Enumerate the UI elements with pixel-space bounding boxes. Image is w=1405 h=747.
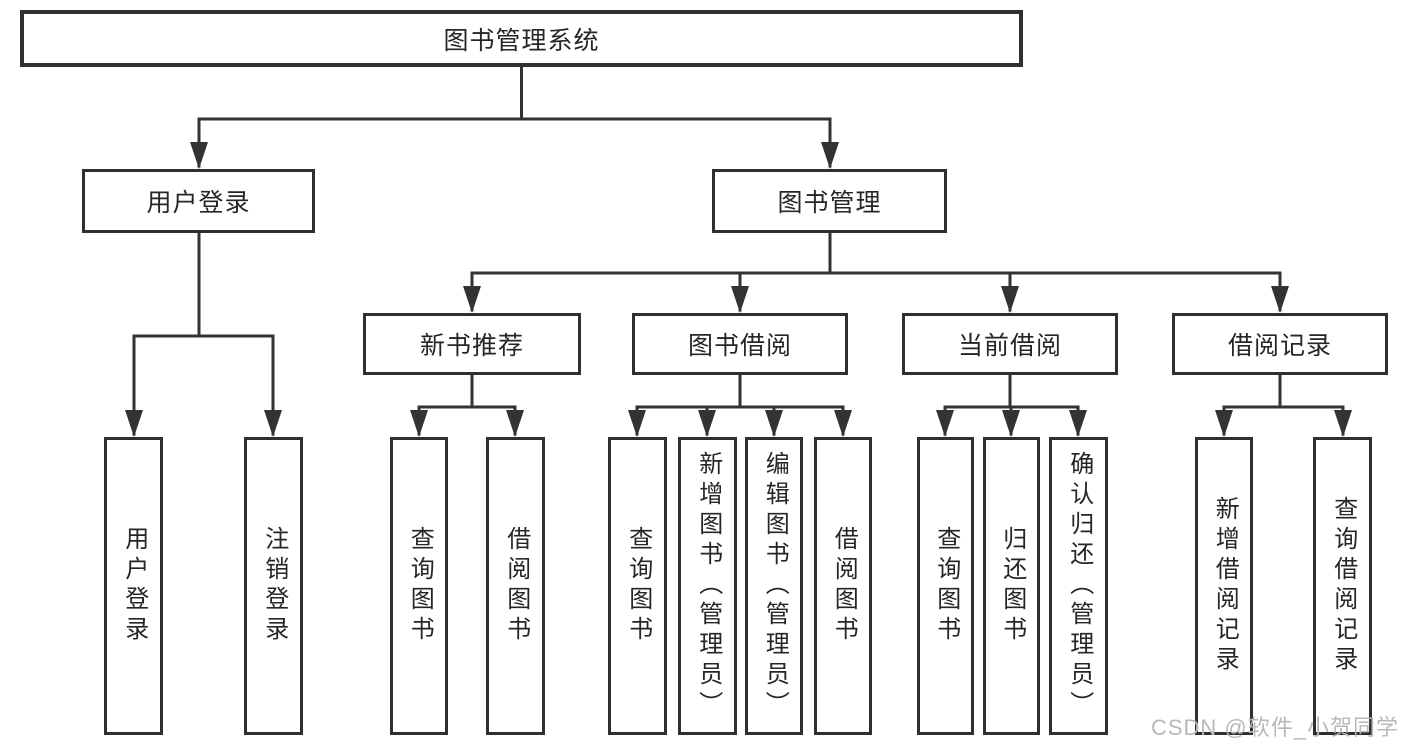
node-label: 查询图书 [406, 526, 434, 646]
node-leaf-user-login: 用户登录 [104, 437, 163, 735]
node-label: 编辑图书（管理员） [761, 451, 789, 721]
node-label: 用户登录 [146, 189, 251, 217]
csdn-watermark: CSDN @软件_小贺同学 [1150, 715, 1399, 740]
node-label: 借阅记录 [1227, 332, 1332, 360]
node-leaf-query-borrow-record: 查询借阅记录 [1313, 437, 1372, 735]
node-label: 当前借阅 [957, 332, 1062, 360]
node-borrow-records: 借阅记录 [1172, 313, 1388, 375]
node-leaf-add-borrow-record: 新增借阅记录 [1195, 437, 1253, 735]
node-label: 图书管理 [777, 189, 882, 217]
node-leaf-return-book: 归还图书 [983, 437, 1040, 735]
node-book-borrowing: 图书借阅 [632, 313, 848, 375]
node-new-book-recommend: 新书推荐 [363, 313, 581, 375]
node-leaf-add-book-admin: 新增图书（管理员） [678, 437, 737, 735]
node-label: 查询借阅记录 [1329, 496, 1357, 676]
node-library-system: 图书管理系统 [20, 10, 1023, 67]
node-label: 图书借阅 [687, 332, 792, 360]
node-label: 查询图书 [932, 526, 960, 646]
node-label: 查询图书 [624, 526, 652, 646]
node-label: 新书推荐 [419, 332, 524, 360]
node-label: 确认归还（管理员） [1065, 451, 1093, 721]
node-leaf-query-books-1: 查询图书 [390, 437, 448, 735]
arrowheads [125, 142, 1352, 437]
node-user-login-group: 用户登录 [82, 169, 315, 233]
node-label: 新增图书（管理员） [694, 451, 722, 721]
node-leaf-logout: 注销登录 [244, 437, 303, 735]
node-leaf-borrow-books-2: 借阅图书 [814, 437, 872, 735]
node-current-borrowing: 当前借阅 [902, 313, 1118, 375]
node-leaf-borrow-books-1: 借阅图书 [486, 437, 545, 735]
node-label: 新增借阅记录 [1211, 496, 1239, 676]
node-label: 图书管理系统 [443, 26, 600, 55]
node-label: 注销登录 [260, 526, 288, 646]
node-label: 借阅图书 [502, 526, 530, 646]
node-leaf-query-books-3: 查询图书 [917, 437, 974, 735]
node-label: 归还图书 [998, 526, 1026, 646]
node-label: 用户登录 [120, 526, 148, 646]
node-label: 借阅图书 [830, 526, 858, 646]
node-leaf-query-books-2: 查询图书 [608, 437, 667, 735]
node-leaf-edit-book-admin: 编辑图书（管理员） [745, 437, 803, 735]
node-leaf-confirm-return-admin: 确认归还（管理员） [1049, 437, 1108, 735]
node-book-management: 图书管理 [712, 169, 947, 233]
